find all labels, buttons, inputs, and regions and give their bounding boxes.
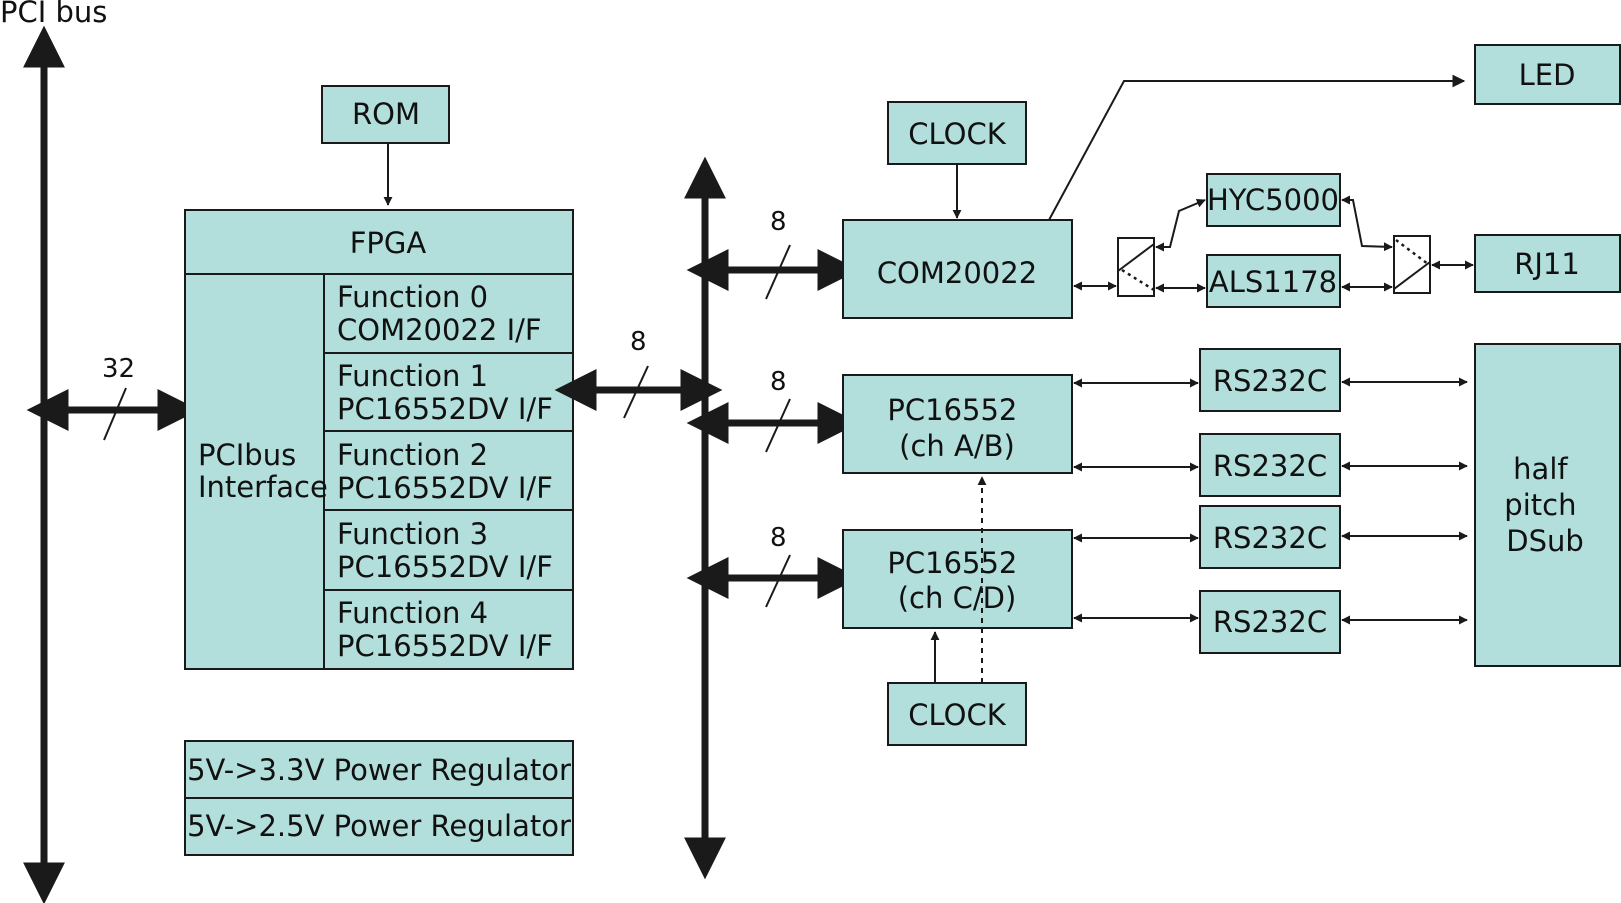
als1178-box — [1206, 254, 1341, 308]
regulator-33-label: 5V->3.3V Power Regulator — [187, 753, 571, 787]
clock-bottom-box — [887, 682, 1027, 746]
rj11-box — [1474, 234, 1621, 293]
pci-bus-label: PCI bus — [0, 0, 107, 29]
bus-slash-8 — [765, 398, 791, 453]
com20022-box — [842, 219, 1073, 319]
uart-ab-label: PC16552 (ch A/B) — [887, 393, 1026, 463]
rs232c-box — [1199, 433, 1341, 497]
bus-width-32: 32 — [102, 354, 135, 384]
hyc5000-box — [1206, 173, 1341, 227]
dsub-label: half pitch DSub — [1504, 452, 1585, 558]
fpga-outer — [184, 209, 574, 670]
hyc5000-to-switch-link — [1341, 195, 1393, 252]
rj11-label: RJ11 — [1514, 247, 1580, 281]
clock-bottom-label: CLOCK — [908, 698, 1006, 732]
regulator-25-label: 5V->2.5V Power Regulator — [187, 809, 571, 843]
function-0-label: Function 0 COM20022 I/F — [337, 280, 542, 347]
function-3-label: Function 3 PC16552DV I/F — [337, 517, 553, 584]
led-box — [1474, 44, 1621, 105]
rom-box — [321, 85, 450, 144]
led-label: LED — [1519, 58, 1576, 92]
regulator-25-box — [184, 797, 574, 856]
media-switch-2-diagonal — [1393, 261, 1431, 290]
function-1-label: Function 1 PC16552DV I/F — [337, 359, 553, 426]
uart-cd-label: PC16552 (ch C/D) — [887, 546, 1026, 615]
dsub-box — [1474, 343, 1621, 667]
bus-width-8-uart-ab: 8 — [770, 367, 787, 397]
uart-cd-box — [842, 529, 1073, 629]
uart-ab-box — [842, 374, 1073, 474]
bus-width-8-local: 8 — [630, 327, 647, 357]
rs232c-box — [1199, 348, 1341, 412]
clock-top-label: CLOCK — [908, 117, 1006, 151]
com20022-to-led-arrow — [1048, 74, 1466, 221]
function-2-label: Function 2 PC16552DV I/F — [337, 438, 553, 505]
bus-slash-32 — [103, 387, 127, 441]
bus-slash-8 — [623, 365, 649, 419]
als1178-label: ALS1178 — [1209, 265, 1337, 299]
clock-top-box — [887, 101, 1027, 165]
regulator-33-box — [184, 740, 574, 799]
bus-width-8-com: 8 — [770, 207, 787, 237]
hyc5000-label: HYC5000 — [1207, 183, 1339, 217]
rs232c-label: RS232C — [1213, 449, 1327, 483]
rs232c-label: RS232C — [1213, 521, 1327, 555]
com20022-label: COM20022 — [877, 256, 1037, 290]
switch-to-hyc5000-link — [1155, 199, 1206, 252]
bus-slash-8 — [765, 554, 791, 608]
media-switch-1-diagonal — [1117, 243, 1155, 272]
rs232c-box — [1199, 505, 1341, 569]
bus-width-8-uart-cd: 8 — [770, 523, 787, 553]
rom-label: ROM — [352, 97, 420, 131]
function-4-label: Function 4 PC16552DV I/F — [337, 596, 553, 663]
rs232c-box — [1199, 590, 1341, 654]
rs232c-label: RS232C — [1213, 364, 1327, 398]
pcibus-interface-label: PCIbus Interface — [198, 438, 328, 504]
rs232c-label: RS232C — [1213, 605, 1327, 639]
bus-slash-8 — [765, 244, 791, 300]
fpga-label: FPGA — [350, 226, 427, 260]
